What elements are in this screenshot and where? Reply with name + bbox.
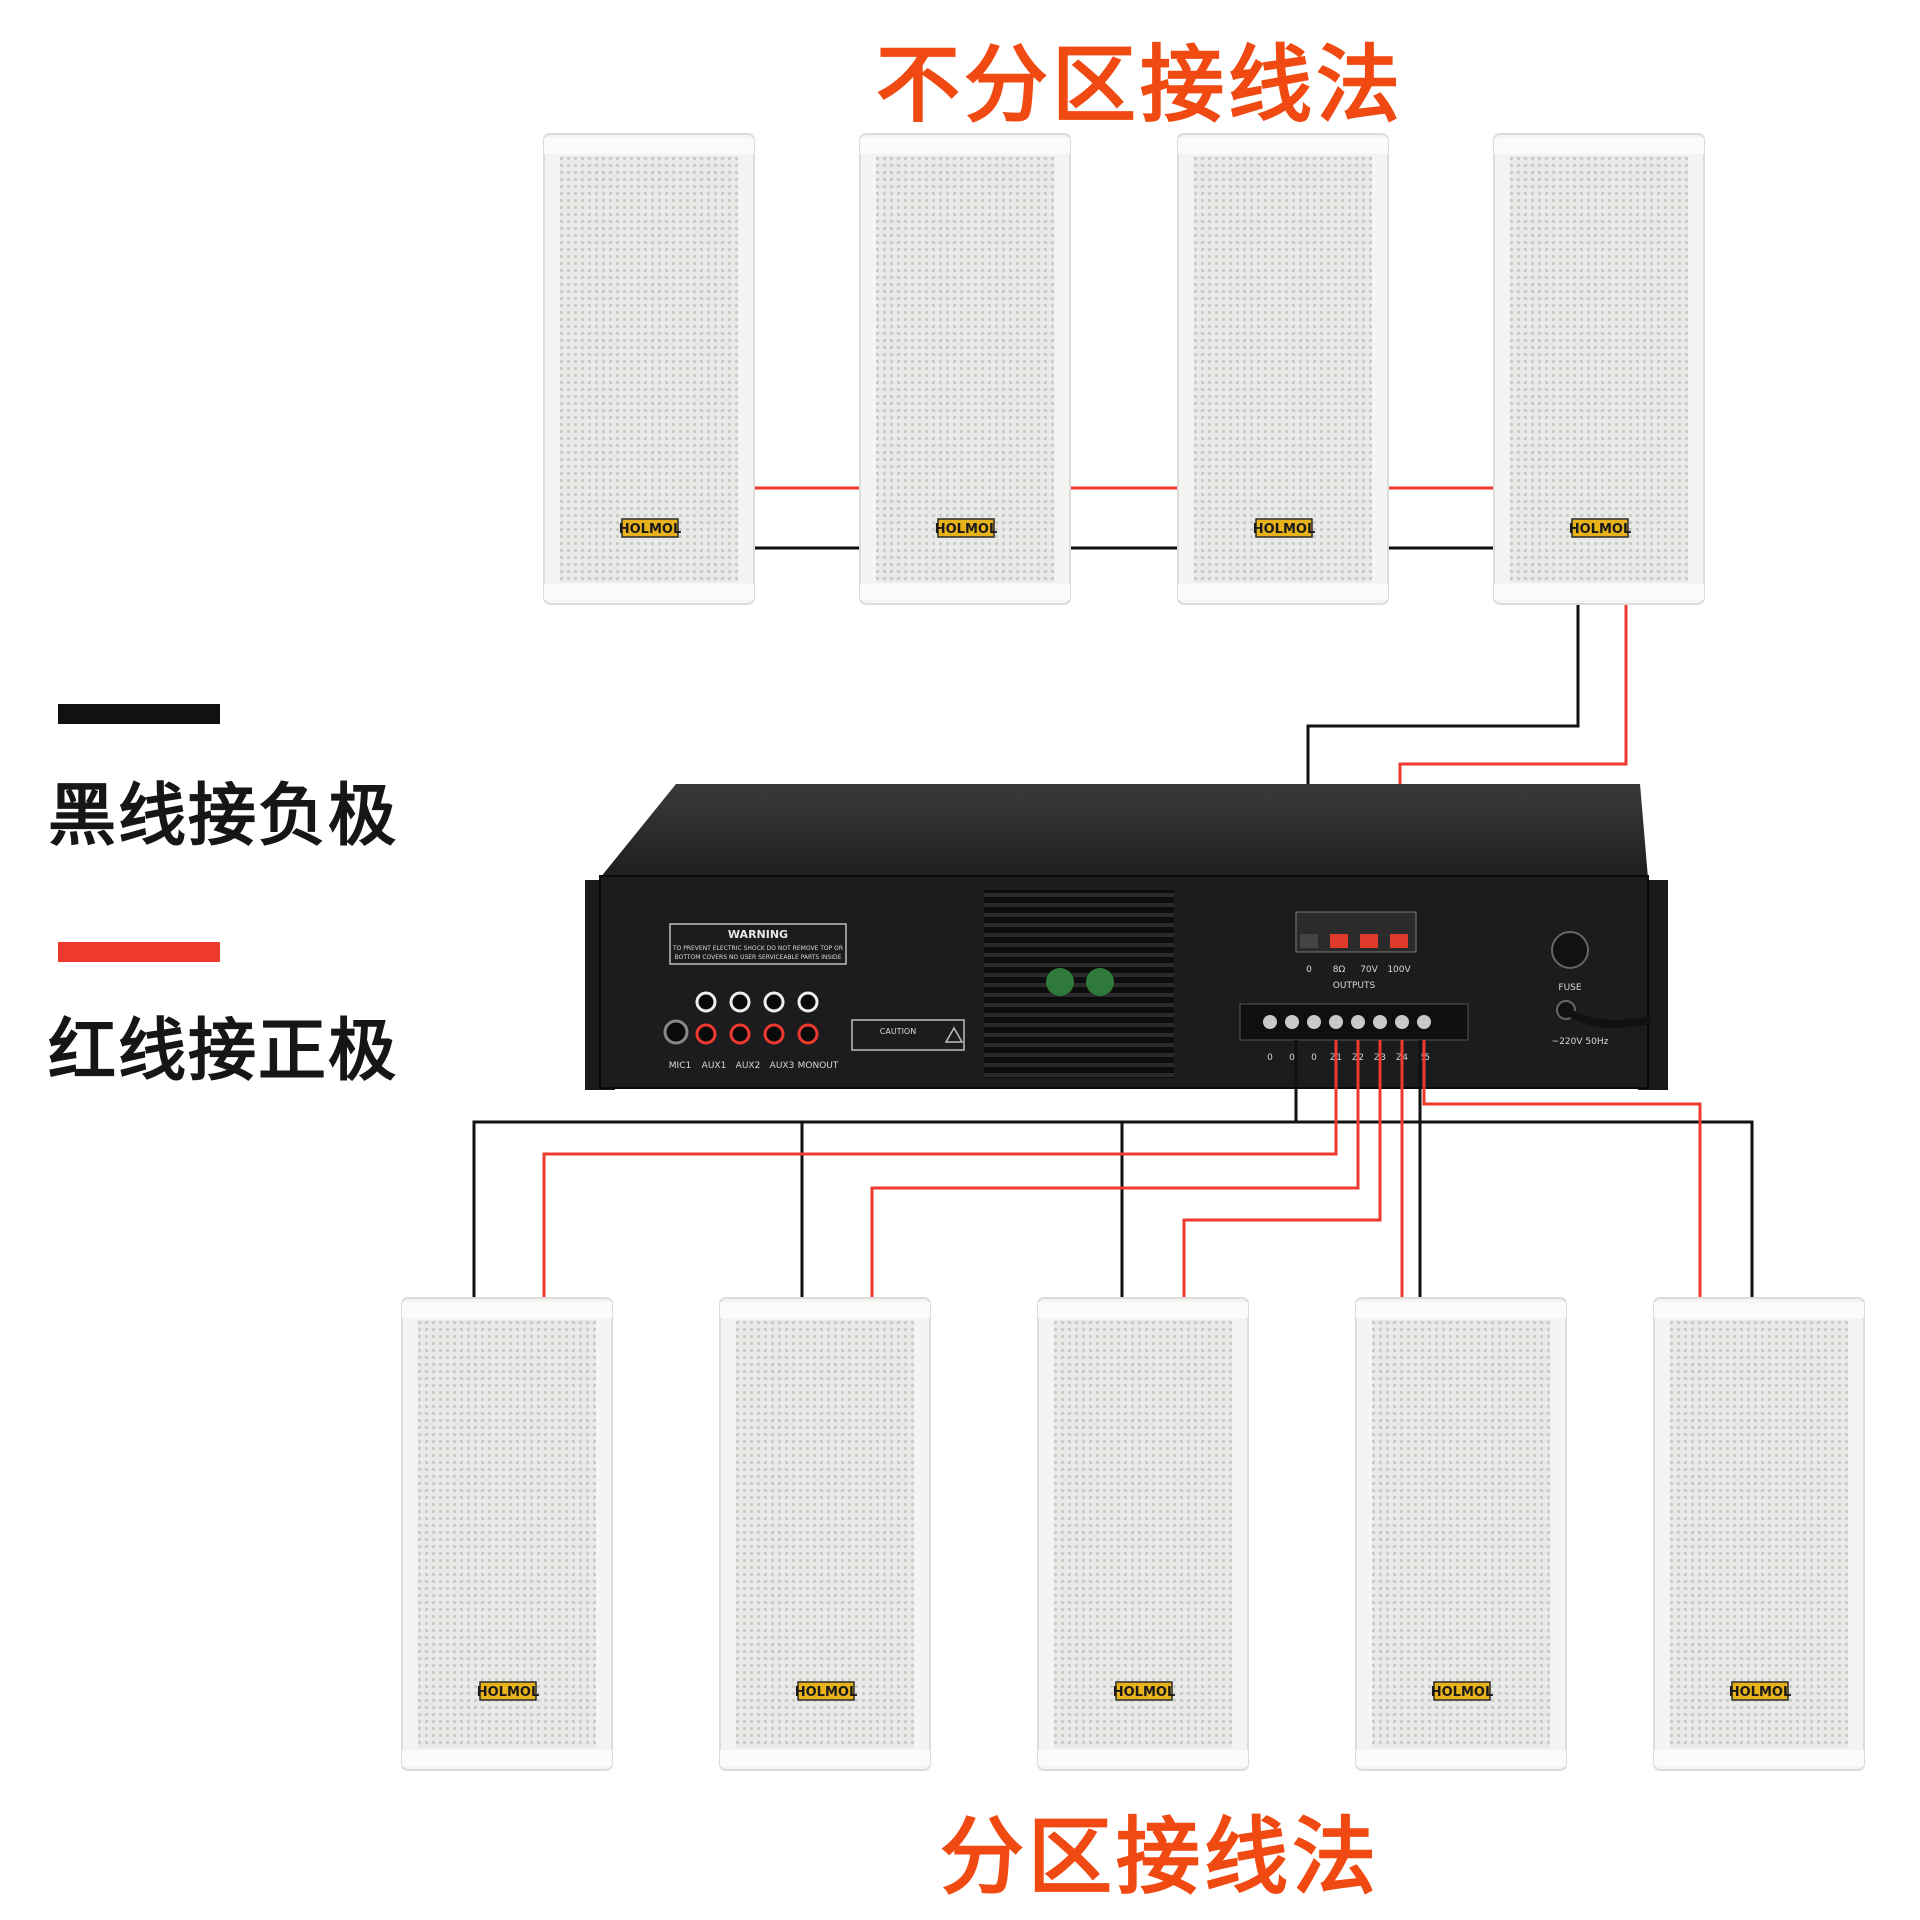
power-label: ~220V 50Hz — [1552, 1037, 1609, 1047]
brand-label: HOLMOL — [935, 522, 998, 537]
brand-badge — [621, 518, 679, 538]
speaker-bottom-4: HOLMOL — [1355, 1297, 1567, 1771]
speaker-top-2: HOLMOL — [859, 133, 1071, 605]
brand-label: HOLMOL — [477, 1685, 540, 1700]
bottom-speaker-row: HOLMOL HOLMOL HOLMOL HOLMOL — [401, 1297, 1865, 1771]
wire-black-common — [472, 1040, 1298, 1300]
speaker-top-1: HOLMOL — [543, 133, 755, 605]
zone-label-0c: 0 — [1311, 1053, 1317, 1063]
terminal-label-0: 0 — [1306, 965, 1312, 975]
zone-label-0a: 0 — [1267, 1053, 1273, 1063]
fuse-holder-icon — [1551, 931, 1589, 969]
wire-red-z3 — [1182, 1040, 1382, 1300]
brand-label: HOLMOL — [1113, 1685, 1176, 1700]
brand-label: HOLMOL — [1569, 522, 1632, 537]
terminal-0 — [1300, 934, 1318, 948]
title-non-zoned: 不分区接线法 — [875, 36, 1404, 134]
speaker-bottom-2: HOLMOL — [719, 1297, 931, 1771]
brand-badge — [797, 1681, 855, 1701]
terminal-70v — [1360, 934, 1378, 948]
mic-jack — [663, 1019, 689, 1045]
zone-screws — [1263, 1015, 1431, 1029]
terminal-8ohm — [1330, 934, 1348, 948]
caution-label — [851, 1019, 965, 1051]
wire-black-spk5 — [1296, 1120, 1754, 1300]
wire-red-z5 — [1422, 1040, 1702, 1300]
input-label-monout: MONOUT — [798, 1061, 839, 1071]
brand-badge — [479, 1681, 537, 1701]
terminal-100v — [1390, 934, 1408, 948]
input-label-mic1: MIC1 — [669, 1061, 691, 1071]
legend-black-line — [58, 704, 220, 724]
speaker-bottom-1: HOLMOL — [401, 1297, 613, 1771]
terminal-label-8ohm: 8Ω — [1333, 965, 1346, 975]
warning-text-1: TO PREVENT ELECTRIC SHOCK DO NOT REMOVE … — [672, 945, 843, 952]
speaker-top-3: HOLMOL — [1177, 133, 1389, 605]
speaker-top-4: HOLMOL — [1493, 133, 1705, 605]
brand-label: HOLMOL — [795, 1685, 858, 1700]
wire-red-z2 — [870, 1040, 1360, 1300]
power-cord-icon — [1556, 1000, 1576, 1020]
brand-label: HOLMOL — [1253, 522, 1316, 537]
warning-title: WARNING — [728, 928, 788, 941]
warning-text-2: BOTTOM COVERS NO USER SERVICEABLE PARTS … — [675, 954, 842, 961]
caution-text: CAUTION — [880, 1027, 916, 1036]
input-label-aux3: AUX3 — [770, 1061, 795, 1071]
speaker-bottom-5: HOLMOL — [1653, 1297, 1865, 1771]
zone-wires — [472, 1040, 1754, 1300]
fan-hub — [1046, 968, 1074, 996]
zone-label-0b: 0 — [1289, 1053, 1295, 1063]
speaker-bottom-3: HOLMOL — [1037, 1297, 1249, 1771]
amplifier: WARNING TO PREVENT ELECTRIC SHOCK DO NOT… — [585, 784, 1668, 1090]
input-label-aux2: AUX2 — [736, 1061, 761, 1071]
legend-red-label: 红线接正极 — [48, 1012, 399, 1091]
warning-label — [669, 923, 847, 965]
brand-label: HOLMOL — [1729, 1685, 1792, 1700]
caution-triangle-icon — [944, 1026, 964, 1043]
wire-red-z1 — [542, 1040, 1338, 1300]
terminal-label-100v: 100V — [1387, 965, 1411, 975]
brand-badge — [1115, 1681, 1173, 1701]
legend-black-label: 黑线接负极 — [48, 777, 399, 856]
title-zoned: 分区接线法 — [939, 1808, 1380, 1906]
fuse-label: FUSE — [1558, 983, 1581, 993]
brand-badge — [937, 518, 995, 538]
legend-red-line — [58, 942, 220, 962]
rca-inputs — [695, 991, 819, 1045]
outputs-label: OUTPUTS — [1333, 981, 1376, 991]
terminal-label-70v: 70V — [1360, 965, 1378, 975]
input-label-aux1: AUX1 — [702, 1061, 727, 1071]
brand-badge — [1731, 1681, 1789, 1701]
top-speaker-row: HOLMOL HOLMOL HOLMOL HOLMOL — [543, 133, 1705, 605]
brand-badge — [1571, 518, 1629, 538]
fan-grill — [984, 890, 1174, 1078]
brand-badge — [1433, 1681, 1491, 1701]
amplifier-top — [600, 784, 1648, 878]
power-cord — [1570, 1010, 1651, 1028]
brand-label: HOLMOL — [619, 522, 682, 537]
brand-label: HOLMOL — [1431, 1685, 1494, 1700]
brand-badge — [1255, 518, 1313, 538]
